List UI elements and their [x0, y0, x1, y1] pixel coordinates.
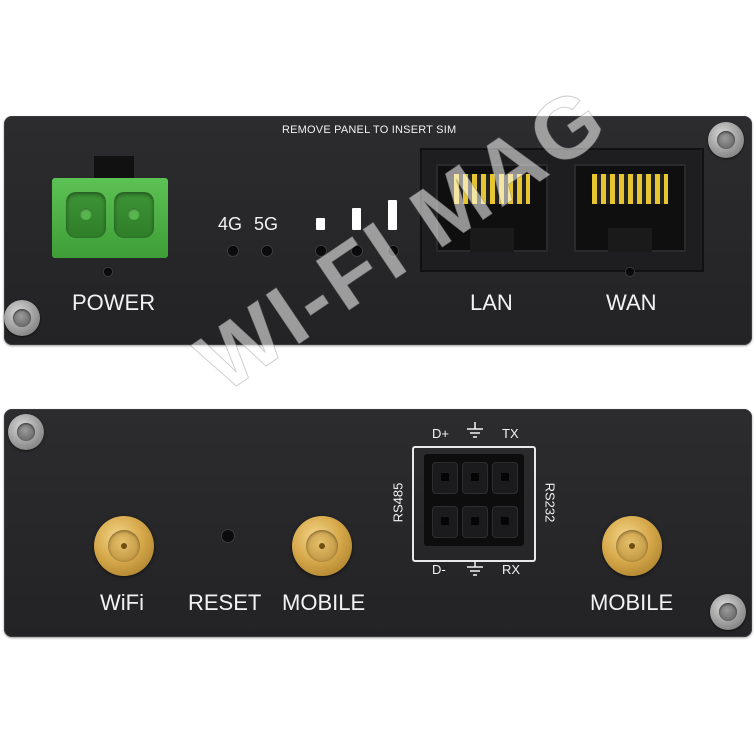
screw-top-left — [4, 300, 40, 336]
serial-pin — [432, 462, 458, 494]
mobile-label-2: MOBILE — [590, 590, 674, 615]
power-socket-left — [66, 192, 106, 238]
serial-pin — [492, 462, 518, 494]
led-signal-3 — [388, 246, 398, 256]
led-signal-2 — [352, 246, 362, 256]
signal-bar-1-icon — [316, 218, 325, 230]
power-pin-right — [128, 208, 140, 220]
wifi-label: WiFi — [100, 590, 144, 615]
serial-pin — [492, 506, 518, 538]
screw-bottom-right — [710, 594, 746, 630]
wan-port-contacts — [592, 174, 668, 204]
serial-pin — [462, 506, 488, 538]
rs232-label: RS232 — [542, 482, 558, 523]
serial-pin — [432, 506, 458, 538]
wan-led — [626, 268, 634, 276]
reset-button[interactable] — [222, 530, 234, 542]
serial-pin — [462, 462, 488, 494]
wifi-antenna-connector[interactable] — [94, 516, 154, 576]
wan-label: WAN — [606, 290, 657, 315]
power-pin-left — [80, 208, 92, 220]
lan-port-contacts — [454, 174, 530, 204]
mobile-antenna-connector-1[interactable] — [292, 516, 352, 576]
led-5g-label: 5G — [254, 214, 279, 234]
lan-label: LAN — [470, 290, 513, 315]
serial-tx-label: TX — [502, 426, 519, 441]
ethernet-port-housing — [420, 148, 704, 272]
lan-port[interactable] — [436, 164, 548, 252]
power-socket-right — [114, 192, 154, 238]
power-led — [104, 268, 112, 276]
screw-bottom-left — [8, 414, 44, 450]
led-4g — [228, 246, 238, 256]
serial-terminal-block[interactable] — [424, 454, 524, 546]
signal-bar-2-icon — [352, 208, 361, 230]
signal-bar-3-icon — [388, 200, 397, 230]
led-5g — [262, 246, 272, 256]
wan-port-latch — [608, 228, 652, 252]
lan-port-latch — [470, 228, 514, 252]
power-label: POWER — [72, 290, 156, 315]
led-signal-1 — [316, 246, 326, 256]
wan-port[interactable] — [574, 164, 686, 252]
power-terminal-block[interactable] — [52, 178, 168, 258]
serial-rx-label: RX — [502, 562, 521, 577]
mobile-antenna-connector-2[interactable] — [602, 516, 662, 576]
screw-top-right — [708, 122, 744, 158]
sim-panel-label: REMOVE PANEL TO INSERT SIM — [282, 124, 457, 136]
mobile-label-1: MOBILE — [282, 590, 366, 615]
reset-label: RESET — [188, 590, 262, 615]
serial-d-minus-label: D- — [432, 562, 446, 577]
ground-bottom-icon — [467, 560, 483, 576]
rs485-label: RS485 — [390, 482, 406, 523]
led-4g-label: 4G — [218, 214, 243, 234]
serial-port-frame — [412, 446, 536, 562]
ground-top-icon — [467, 422, 483, 438]
serial-d-plus-label: D+ — [432, 426, 449, 441]
